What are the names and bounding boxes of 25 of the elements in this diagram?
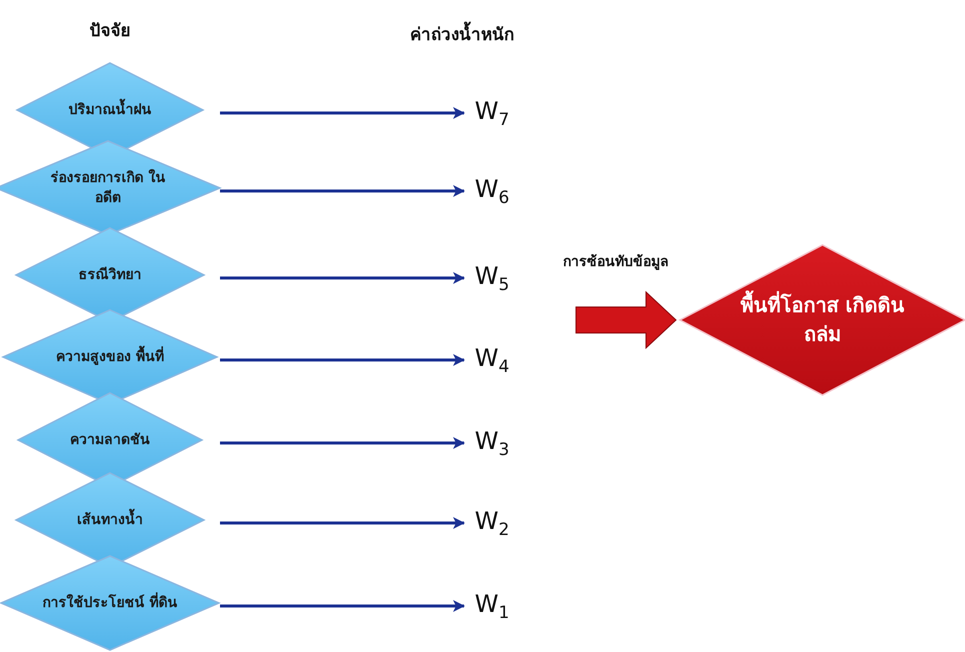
factor-label: ความลาดชัน [70, 430, 150, 450]
arrow [220, 185, 465, 197]
arrow [220, 107, 465, 119]
weight-label: W$_{4}$ [474, 344, 510, 376]
arrow [220, 354, 465, 366]
factor-label: เส้นทางน้ำ [77, 510, 143, 530]
weight-label: W$_{5}$ [474, 262, 510, 294]
weight-label: W$_{7}$ [474, 96, 510, 130]
arrow [220, 600, 465, 612]
weight-label: W$_{1}$ [474, 590, 510, 622]
factor-label: ความสูงของ พื้นที่ [56, 346, 164, 368]
factor-label: ธรณีวิทยา [78, 266, 142, 285]
arrow [220, 272, 465, 284]
arrow [220, 517, 465, 529]
column-header: ค่าถ่วงน้ำหนัก [410, 20, 514, 47]
column-header: ปัจจัย [90, 20, 130, 43]
weight-label: W$_{3}$ [474, 426, 510, 460]
weight-label: W$_{6}$ [474, 174, 510, 208]
block-arrow [576, 290, 677, 350]
weight-label: W$_{2}$ [474, 506, 510, 540]
factor-label: ร่องรอยการเกิด ในอดีต [50, 168, 166, 208]
factor-label: ปริมาณน้ำฝน [68, 100, 152, 120]
factor-label: การใช้ประโยชน์ ที่ดิน [42, 592, 178, 614]
arrow [220, 437, 465, 449]
result-label: พื้นที่โอกาส เกิดดินถล่ม [734, 291, 911, 349]
